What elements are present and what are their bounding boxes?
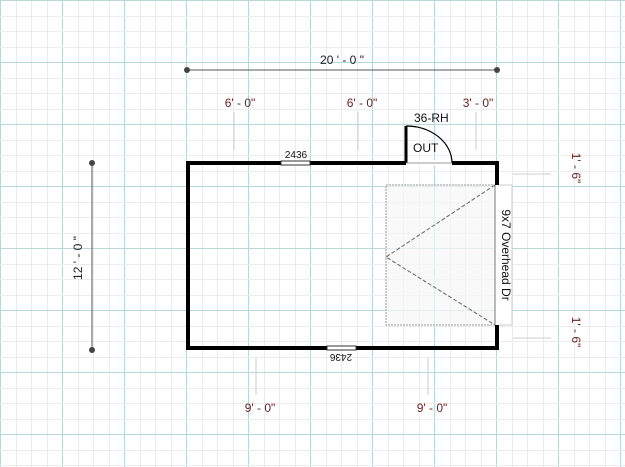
top-segment-dimensions: 6' - 0" 6' - 0" 3' - 0" [225,96,494,150]
overhead-door-label: 9x7 Overhead Dr [499,209,513,300]
top-dim-2: 6' - 0" [347,96,378,110]
right-segment-dimensions: 1' - 6" 1' - 6" [513,153,583,348]
window-top-label: 2436 [285,150,308,161]
door-label: 36-RH [414,111,449,125]
window-bottom-label: 2436 [329,351,352,362]
right-dim-1: 1' - 6" [569,153,583,184]
overall-width-label: 20 ' - 0 " [320,53,364,67]
window-top[interactable]: 2436 [280,150,311,166]
overall-width-dimension[interactable]: 20 ' - 0 " [184,53,500,73]
top-dim-3: 3' - 0" [463,96,494,110]
overall-depth-label: 12 ' - 0 " [71,236,85,280]
right-dim-2: 1' - 6" [569,317,583,348]
window-bottom[interactable]: 2436 [326,345,357,362]
bottom-dim-1: 9' - 0" [245,401,276,415]
overall-depth-dimension[interactable]: 12 ' - 0 " [71,160,95,353]
door-swing-label: OUT [413,141,439,155]
top-dim-1: 6' - 0" [225,96,256,110]
bottom-dim-2: 9' - 0" [417,401,448,415]
entry-door[interactable]: 36-RH OUT [404,111,453,164]
overhead-garage-door[interactable]: 9x7 Overhead Dr [385,184,513,326]
bottom-segment-dimensions: 9' - 0" 9' - 0" [245,358,448,415]
